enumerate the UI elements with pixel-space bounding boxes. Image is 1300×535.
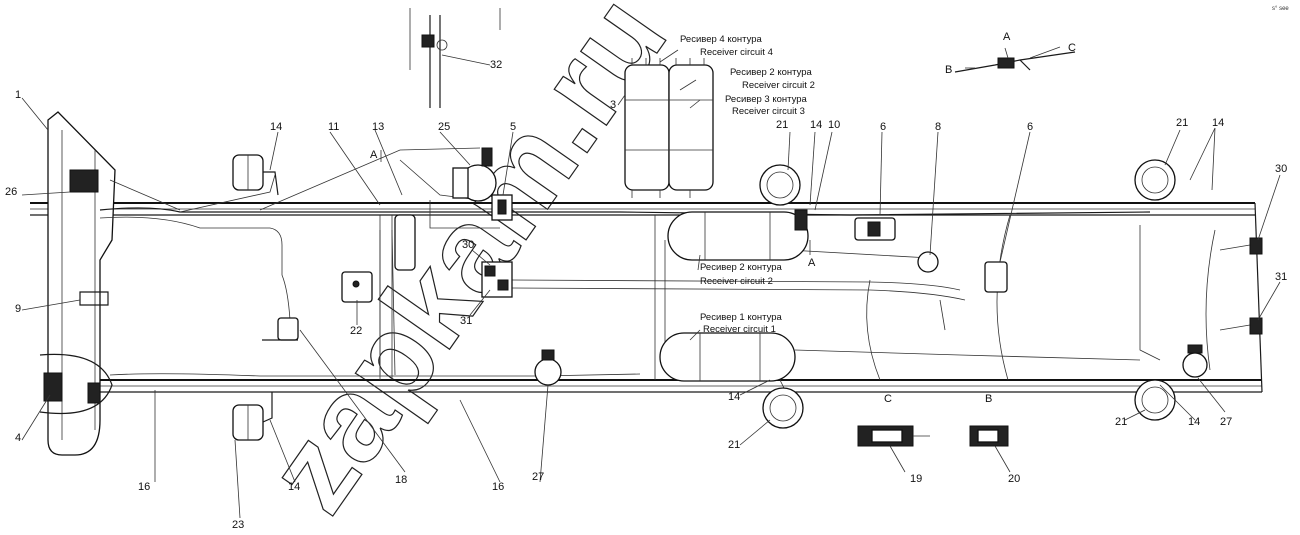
brake-chamber-21-center — [759, 164, 801, 206]
callout-21-bottom-right: 21 — [1115, 416, 1127, 428]
fitting-19 — [857, 425, 930, 447]
brake-chamber-21-right-top — [1134, 159, 1176, 201]
brake-chamber-front-bottom — [232, 392, 273, 441]
view-label-a-detail: A — [1003, 31, 1011, 43]
component-5-valve — [491, 194, 513, 221]
callout-5: 5 — [510, 121, 516, 133]
receiver-2-lower-en: Receiver circuit 2 — [700, 276, 773, 287]
watermark: zapkam.ru — [241, 0, 692, 535]
callout-10: 10 — [828, 119, 840, 131]
callout-32: 32 — [490, 59, 502, 71]
receiver-captions: Ресивер 4 контура Receiver circuit 4 Рес… — [680, 34, 815, 335]
component-18-valve — [262, 317, 299, 341]
receiver-2-lower-ru: Ресивер 2 контура — [700, 262, 783, 273]
view-label-c-bottom: C — [884, 393, 892, 405]
watermark-text: zapkam.ru — [242, 0, 692, 535]
receiver-1-ru: Ресивер 1 контура — [700, 312, 783, 323]
receiver-3-en: Receiver circuit 3 — [732, 106, 805, 117]
callout-31-right: 31 — [1275, 271, 1287, 283]
callout-numbers: 1 26 9 4 14 11 13 25 5 3 21 14 10 6 8 6 … — [5, 59, 1287, 531]
callout-22: 22 — [350, 325, 362, 337]
callout-6-left: 6 — [880, 121, 886, 133]
view-label-a-top: A — [370, 149, 378, 161]
component-31-right — [1249, 317, 1263, 335]
view-label-b-detail: B — [945, 64, 952, 76]
receiver-1-en: Receiver circuit 1 — [703, 324, 776, 335]
callout-30-right: 30 — [1275, 163, 1287, 175]
receiver-2-en: Receiver circuit 2 — [742, 80, 815, 91]
callout-21-bottom-center: 21 — [728, 439, 740, 451]
component-10-valve — [794, 209, 808, 231]
callout-14-top-left: 14 — [270, 121, 282, 133]
detail-view-a-top — [409, 8, 501, 108]
view-label-a-mid: A — [808, 257, 816, 269]
view-labels: A A A B C C B — [370, 31, 1076, 405]
callout-27-right: 27 — [1220, 416, 1232, 428]
callout-25: 25 — [438, 121, 450, 133]
receiver-circuit-1 — [659, 332, 796, 382]
view-label-c-detail: C — [1068, 42, 1076, 54]
callout-23: 23 — [232, 519, 244, 531]
callout-6-right: 6 — [1027, 121, 1033, 133]
detail-view-abc — [954, 47, 1076, 73]
callout-31-center: 31 — [460, 315, 472, 327]
component-22-valve — [341, 271, 373, 303]
callout-8: 8 — [935, 121, 941, 133]
chassis-frame — [30, 202, 1263, 393]
callout-16-left: 16 — [138, 481, 150, 493]
callout-14-bottom-center: 14 — [728, 391, 740, 403]
receiver-4-en: Receiver circuit 4 — [700, 47, 773, 58]
brake-chamber-21-right-bottom — [1134, 379, 1176, 421]
component-6-valve-left — [854, 217, 896, 241]
receiver-2-ru: Ресивер 2 контура — [730, 67, 813, 78]
receiver-circuit-2-lower — [667, 211, 809, 261]
component-25-compressor-valve — [452, 147, 497, 202]
receiver-group-top — [624, 58, 714, 198]
component-6-valve-right — [984, 261, 1008, 293]
component-13-valve — [394, 214, 416, 271]
callout-13: 13 — [372, 121, 384, 133]
brake-chamber-21-center-bottom — [762, 387, 804, 429]
receiver-4-ru: Ресивер 4 контура — [680, 34, 763, 45]
callout-4: 4 — [15, 432, 21, 444]
callout-20: 20 — [1008, 473, 1020, 485]
callout-14-right-top: 14 — [1212, 117, 1224, 129]
corner-note: s° see — [1272, 6, 1289, 12]
component-30-right — [1249, 237, 1263, 255]
callout-21-right-top: 21 — [1176, 117, 1188, 129]
callout-19: 19 — [910, 473, 922, 485]
callout-3: 3 — [610, 99, 616, 111]
leader-lines — [21, 46, 1281, 519]
callout-21-center: 21 — [776, 119, 788, 131]
view-label-b-bottom: B — [985, 393, 992, 405]
callout-14-center: 14 — [810, 119, 822, 131]
spring-brake-27-right — [1182, 344, 1208, 378]
receiver-3-ru: Ресивер 3 контура — [725, 94, 808, 105]
callout-26: 26 — [5, 186, 17, 198]
callout-16-center: 16 — [492, 481, 504, 493]
callout-18: 18 — [395, 474, 407, 486]
component-30-31-valve-block — [481, 261, 513, 298]
callout-27-center: 27 — [532, 471, 544, 483]
component-8-valve — [917, 251, 939, 273]
fitting-20 — [969, 425, 1009, 447]
component-27-valve — [534, 349, 562, 386]
callout-14-bottom-left: 14 — [288, 481, 300, 493]
brake-chamber-front-top — [232, 154, 279, 196]
callout-30-center: 30 — [462, 239, 474, 251]
callout-1: 1 — [15, 89, 21, 101]
callout-11: 11 — [328, 121, 339, 133]
front-bumper — [39, 111, 116, 456]
callout-9: 9 — [15, 303, 21, 315]
callout-14-bottom-right: 14 — [1188, 416, 1200, 428]
